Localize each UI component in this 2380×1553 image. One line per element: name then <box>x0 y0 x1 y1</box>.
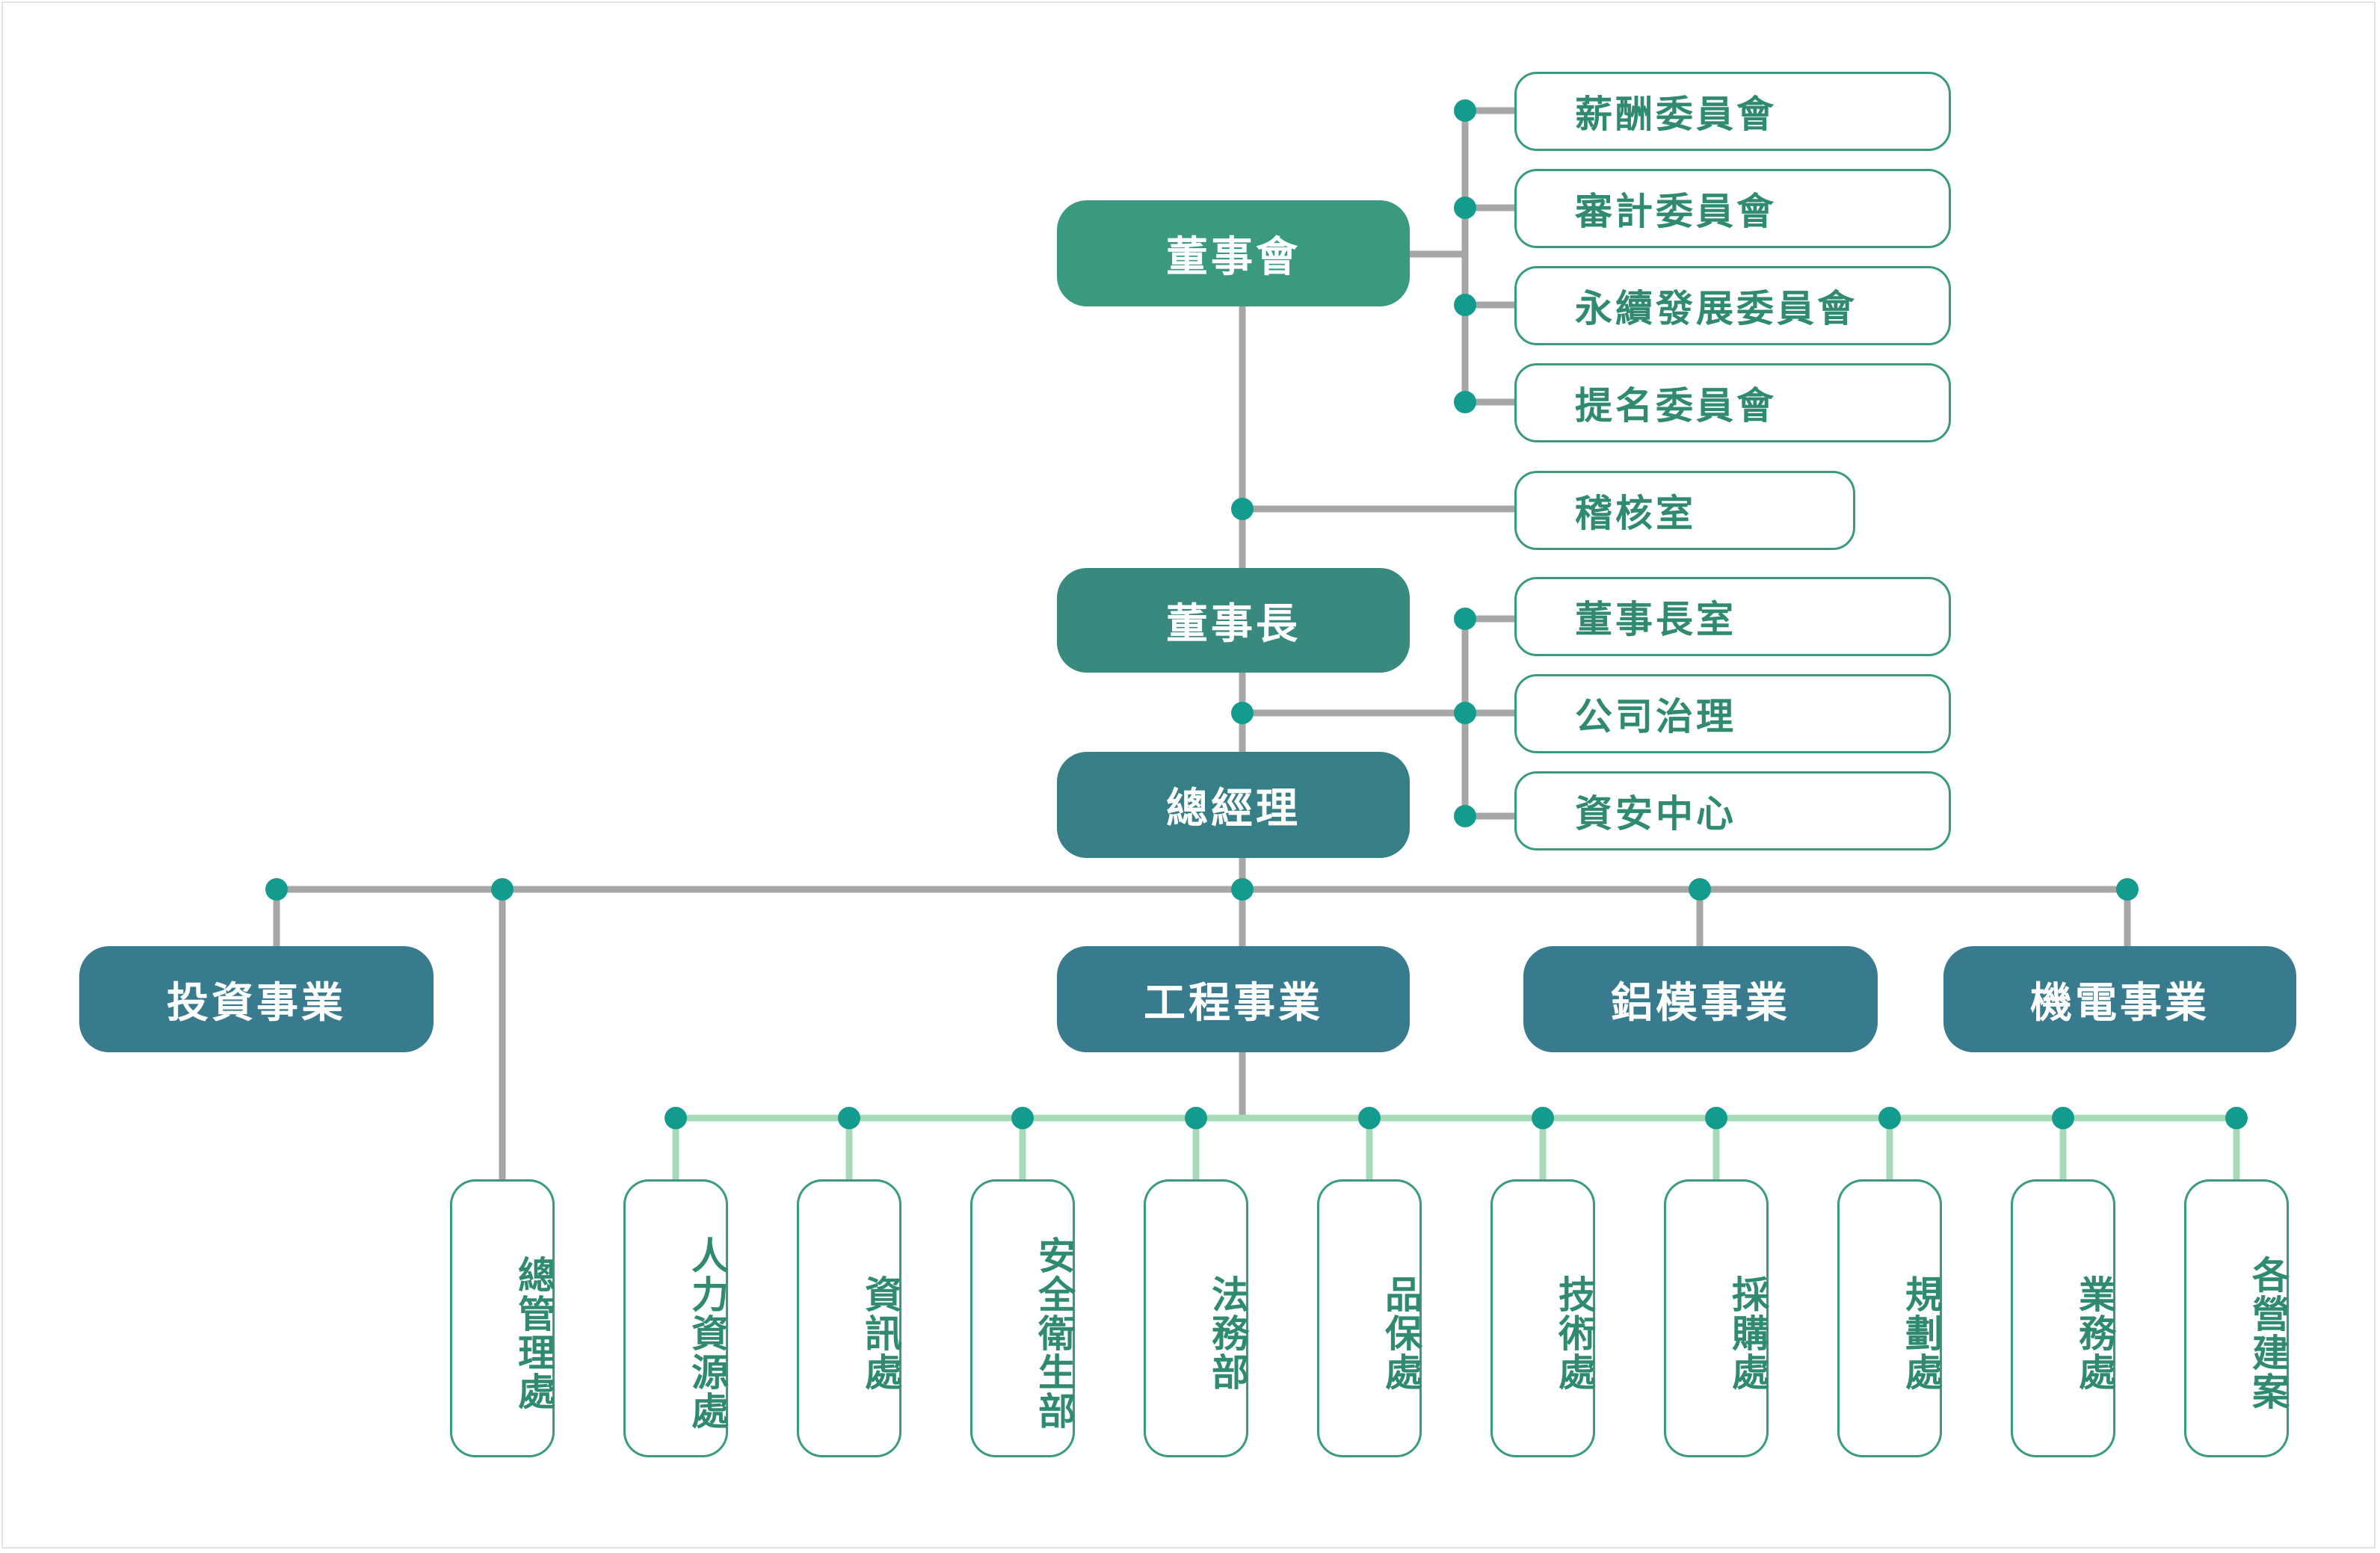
chairman-unit-dot <box>1454 805 1476 827</box>
committee-dot <box>1454 99 1476 122</box>
president-node: 總經理 <box>1057 752 1410 858</box>
department-box-technical: 技術處 <box>1490 1179 1596 1457</box>
chairman-node: 董事長 <box>1057 568 1410 673</box>
department-dot <box>1011 1107 1034 1129</box>
department-dot <box>1705 1107 1727 1129</box>
business-bus-dot <box>491 878 514 901</box>
committee-audit: 審計委員會 <box>1514 169 1951 248</box>
aluminum-formwork-business-node: 鋁模事業 <box>1523 946 1878 1052</box>
corporate-governance-box: 公司治理 <box>1514 674 1951 753</box>
business-bus-dot <box>1231 878 1254 901</box>
department-dot <box>2225 1107 2248 1129</box>
business-bus-dot <box>2116 878 2139 901</box>
board-of-directors-node: 董事會 <box>1057 200 1410 306</box>
chairman-unit-dot <box>1454 702 1476 724</box>
department-box-procurement: 採購處 <box>1664 1179 1769 1457</box>
general-management-box: 總管理處 <box>450 1179 555 1457</box>
infosec-center-box: 資安中心 <box>1514 771 1951 850</box>
department-dot <box>1358 1107 1381 1129</box>
department-dot <box>1532 1107 1554 1129</box>
business-bus-dot <box>265 878 288 901</box>
department-dot <box>2052 1107 2074 1129</box>
committee-nomination: 提名委員會 <box>1514 363 1951 442</box>
department-box-it: 資訊處 <box>797 1179 902 1457</box>
audit-office-box: 稽核室 <box>1514 471 1855 550</box>
department-box-sales: 業務處 <box>2011 1179 2116 1457</box>
chairman-units-dot <box>1231 702 1254 724</box>
department-box-legal: 法務部 <box>1144 1179 1249 1457</box>
committee-remuneration: 薪酬委員會 <box>1514 72 1951 151</box>
audit-office-dot <box>1231 498 1254 520</box>
engineering-business-node: 工程事業 <box>1057 946 1410 1052</box>
department-dot <box>1185 1107 1207 1129</box>
committee-dot <box>1454 294 1476 316</box>
committee-dot <box>1454 197 1476 219</box>
department-box-projects: 各營建案 <box>2184 1179 2290 1457</box>
committee-sustainability: 永續發展委員會 <box>1514 266 1951 345</box>
chairman-unit-dot <box>1454 608 1476 630</box>
business-bus-dot <box>1689 878 1711 901</box>
department-box-planning: 規劃處 <box>1837 1179 1943 1457</box>
department-dot <box>838 1107 860 1129</box>
department-box-hr: 人力資源處 <box>623 1179 729 1457</box>
department-dot <box>665 1107 687 1129</box>
committee-dot <box>1454 391 1476 413</box>
department-dot <box>1878 1107 1901 1129</box>
investment-business-node: 投資事業 <box>79 946 434 1052</box>
department-box-qa: 品保處 <box>1317 1179 1422 1457</box>
chairman-office-box: 董事長室 <box>1514 577 1951 656</box>
department-box-safety: 安全衛生部 <box>970 1179 1076 1457</box>
electromechanical-business-node: 機電事業 <box>1943 946 2296 1052</box>
